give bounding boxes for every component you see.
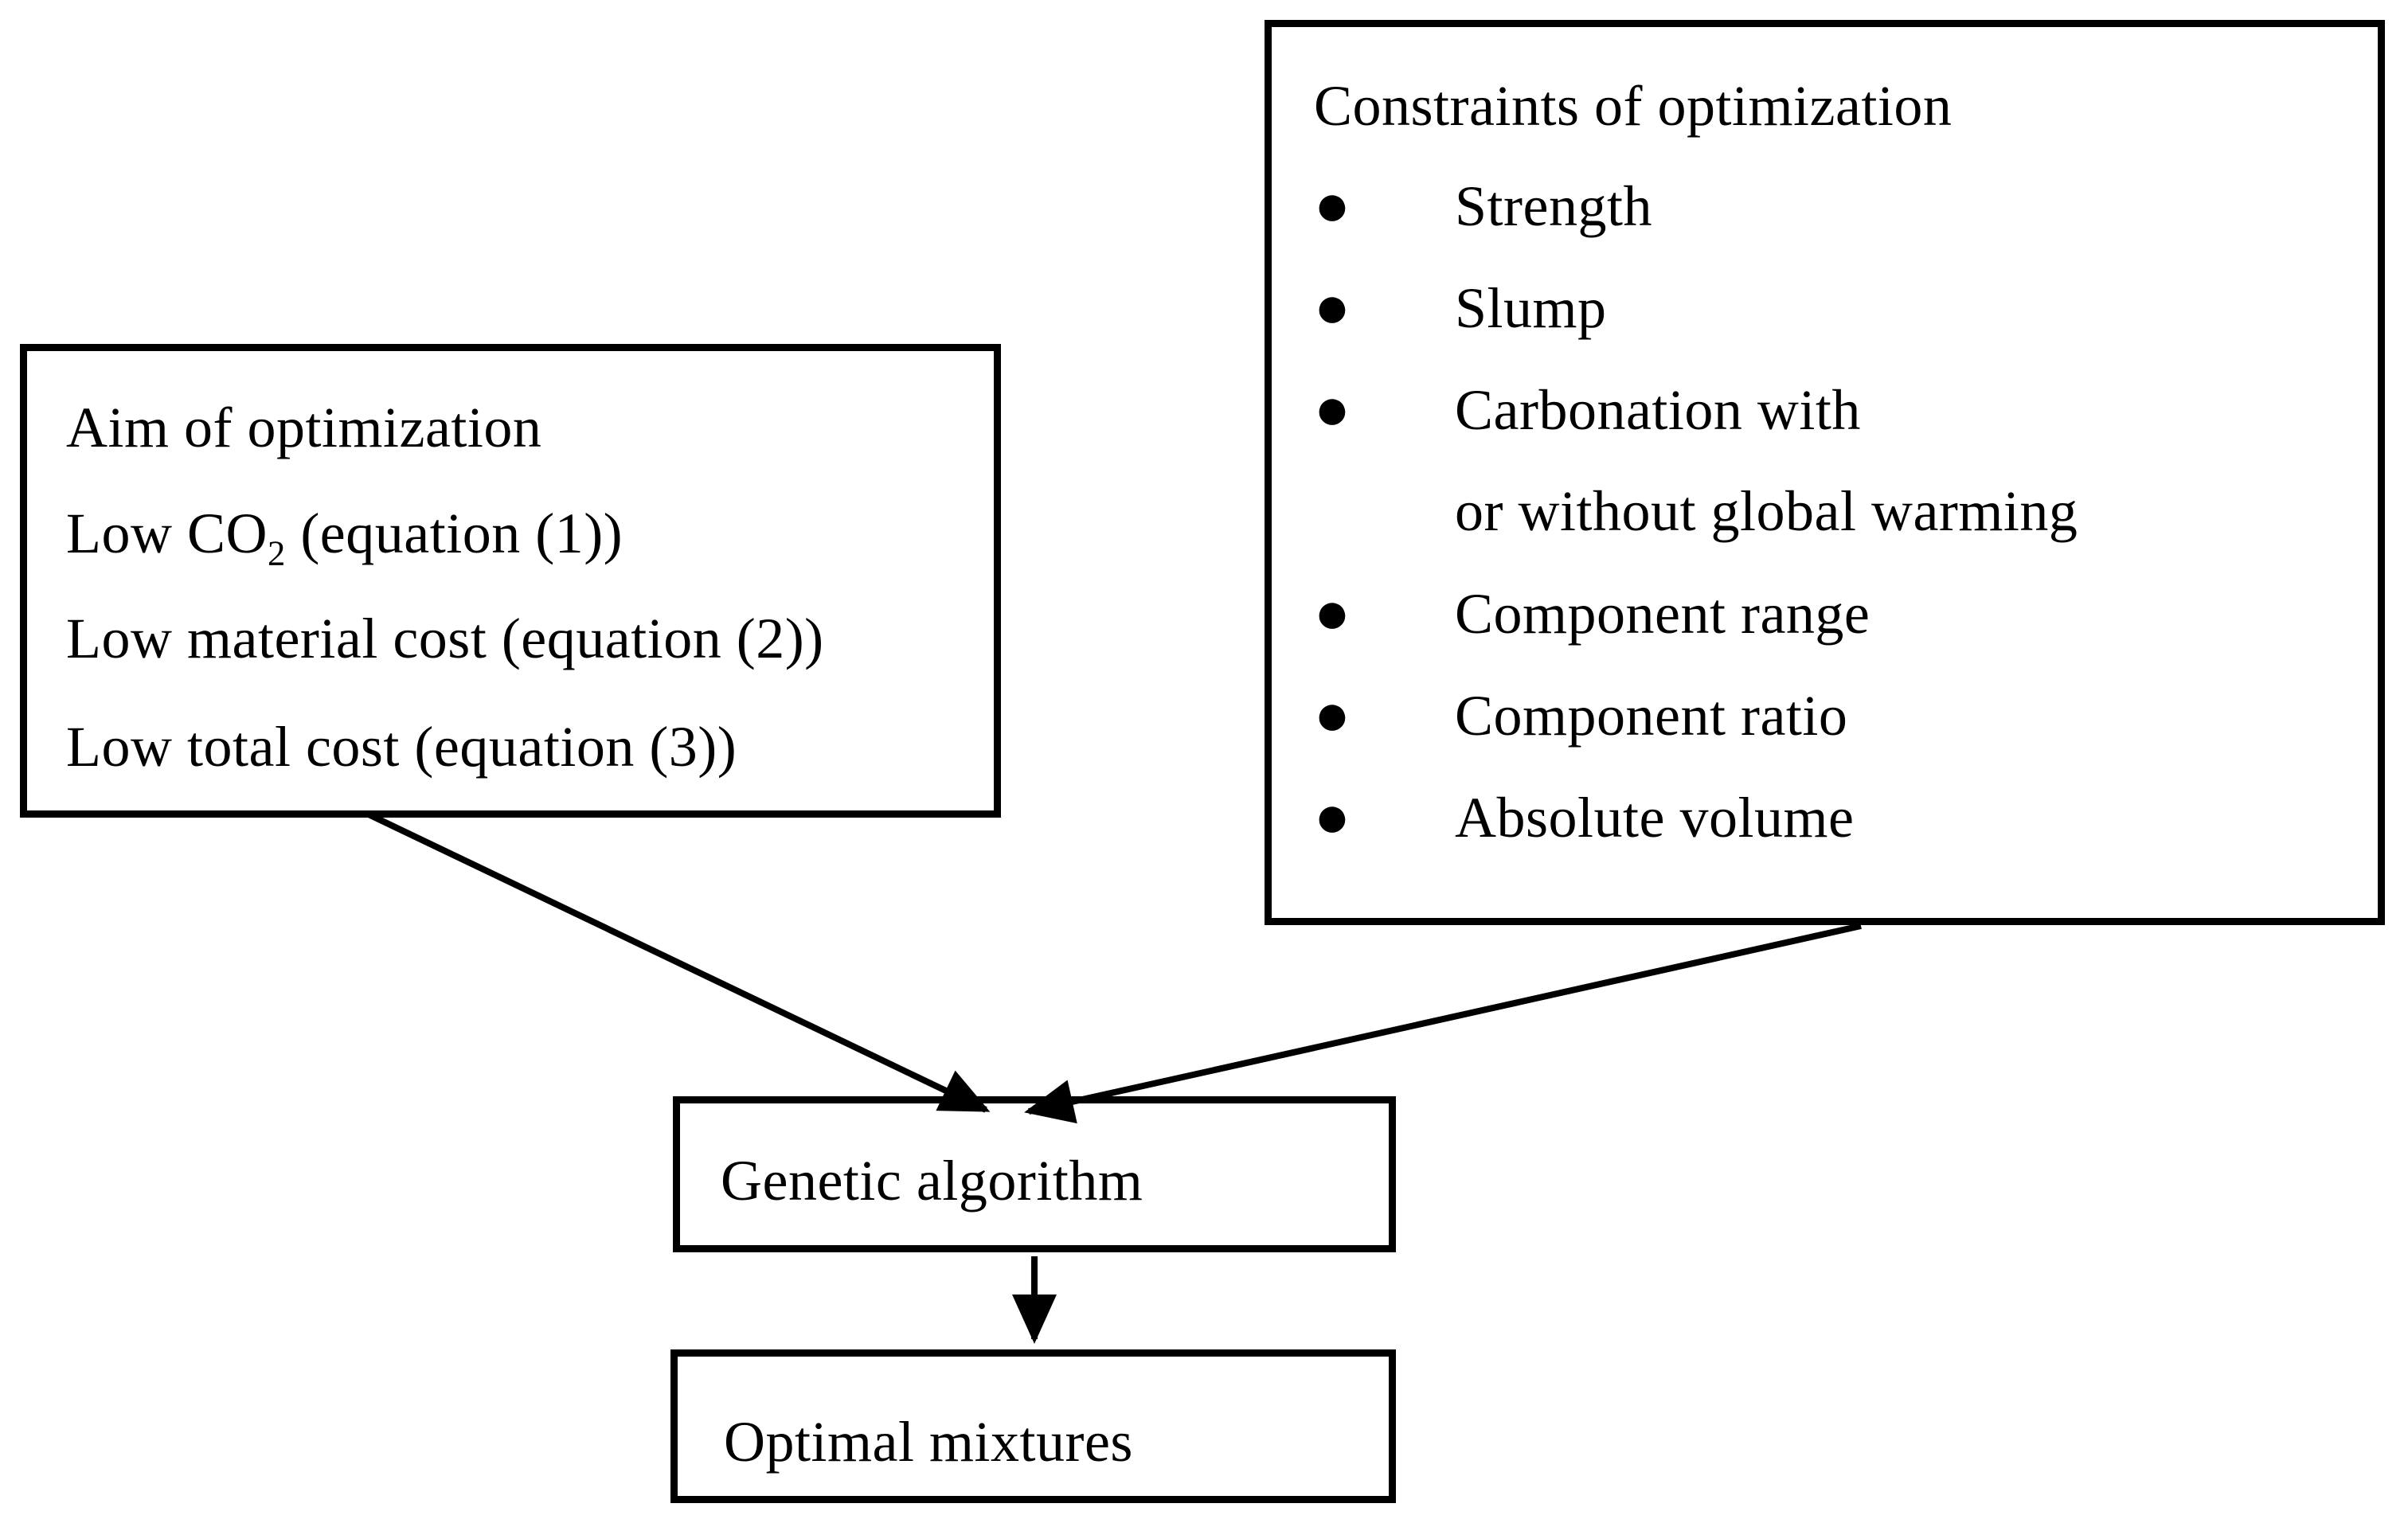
optimal-mixtures-box: Optimal mixtures (670, 1349, 1396, 1503)
genetic-algorithm-box: Genetic algorithm (673, 1096, 1396, 1252)
bullet-icon: ● (1314, 274, 1351, 341)
aim-line-low-co2: Low CO2 (equation (1)) (66, 502, 624, 573)
constraint-item-slump: ●Slump (1314, 274, 1607, 341)
bullet-icon: ● (1314, 681, 1351, 748)
bullet-icon: ● (1314, 783, 1351, 850)
arrow-aim-to-genetic-algorithm (367, 811, 991, 1113)
aim-line-total-cost: Low total cost (equation (3)) (66, 715, 737, 779)
optimal-mixtures-label: Optimal mixtures (724, 1410, 1133, 1474)
bullet-icon: ● (1314, 172, 1351, 239)
co2-subscript: 2 (268, 533, 286, 573)
genetic-algorithm-label: Genetic algorithm (721, 1149, 1143, 1213)
constraint-item-component-ratio: ●Component ratio (1314, 681, 1848, 748)
constraints-title: Constraints of optimization (1314, 74, 1953, 138)
constraint-item-carbonation-continued: or without global warming (1455, 479, 2078, 543)
constraint-item-strength: ●Strength (1314, 172, 1652, 239)
aim-title: Aim of optimization (66, 396, 542, 459)
constraints-of-optimization-box: Constraints of optimization ●Strength ●S… (1265, 20, 2385, 925)
constraint-item-carbonation: ●Carbonation with (1314, 376, 1861, 443)
aim-of-optimization-box: Aim of optimization Low CO2 (equation (1… (20, 344, 1001, 818)
arrow-constraints-to-genetic-algorithm (1024, 923, 1862, 1124)
bullet-icon: ● (1314, 376, 1351, 443)
aim-line-material-cost: Low material cost (equation (2)) (66, 607, 824, 670)
constraint-item-component-range: ●Component range (1314, 580, 1870, 646)
constraint-item-absolute-volume: ●Absolute volume (1314, 783, 1855, 850)
bullet-icon: ● (1314, 580, 1351, 646)
